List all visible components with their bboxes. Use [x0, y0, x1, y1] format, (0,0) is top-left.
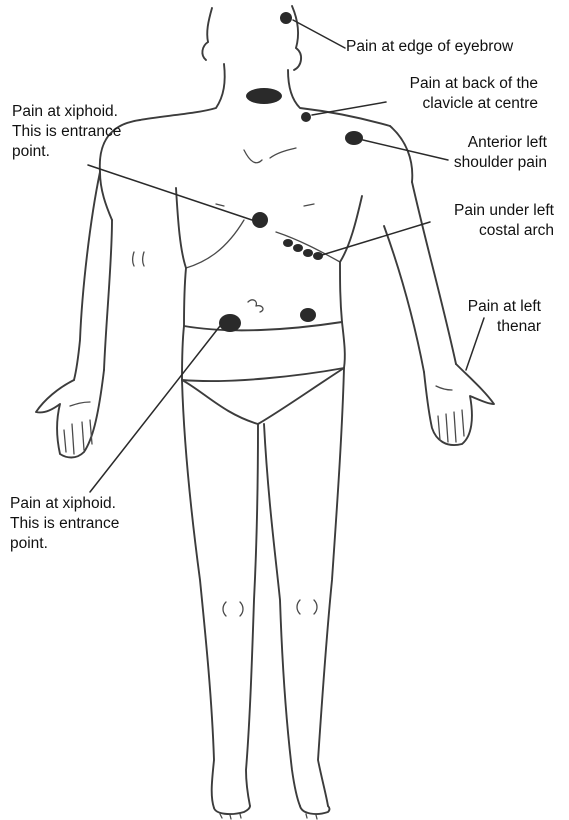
label-thenar-pain: Pain at left thenar	[468, 297, 541, 337]
label-xiphoid-lower: Pain at xiphoid. This is entrance point.	[10, 494, 119, 554]
shoulder-pain-spot	[345, 131, 363, 145]
eyebrow-pain-spot	[280, 12, 292, 24]
shoulder-leader-line	[363, 140, 448, 160]
legs-outline	[182, 368, 344, 808]
feet-outline	[214, 806, 330, 819]
label-costal-arch-pain: Pain under left costal arch	[454, 201, 554, 241]
right-arm-outline	[74, 172, 144, 380]
lower-abdomen-pain-spot-left	[219, 314, 241, 332]
xiphoid-upper-leader-line	[88, 165, 252, 220]
label-clavicle-pain: Pain at back of the clavicle at centre	[410, 74, 538, 114]
label-anterior-shoulder-pain: Anterior left shoulder pain	[454, 133, 547, 173]
label-eyebrow-pain: Pain at edge of eyebrow	[346, 37, 513, 57]
xiphoid-lower-leader-line	[90, 326, 220, 492]
left-arm-outline	[384, 182, 456, 372]
eyebrow-leader-line	[293, 20, 345, 48]
label-xiphoid-upper: Pain at xiphoid. This is entrance point.	[12, 102, 121, 162]
right-hand-outline	[36, 370, 104, 458]
lower-abdomen-pain-spot-right	[300, 308, 316, 322]
throat-pain-spot	[246, 88, 282, 104]
pelvis-outline	[182, 322, 345, 424]
xiphoid-pain-spot	[252, 212, 268, 228]
neck-outline	[140, 64, 390, 163]
costal-leader-line	[322, 222, 430, 255]
clavicle-pain-spot	[301, 112, 311, 122]
clavicle-leader-line	[312, 102, 386, 115]
left-hand-outline	[424, 364, 494, 445]
